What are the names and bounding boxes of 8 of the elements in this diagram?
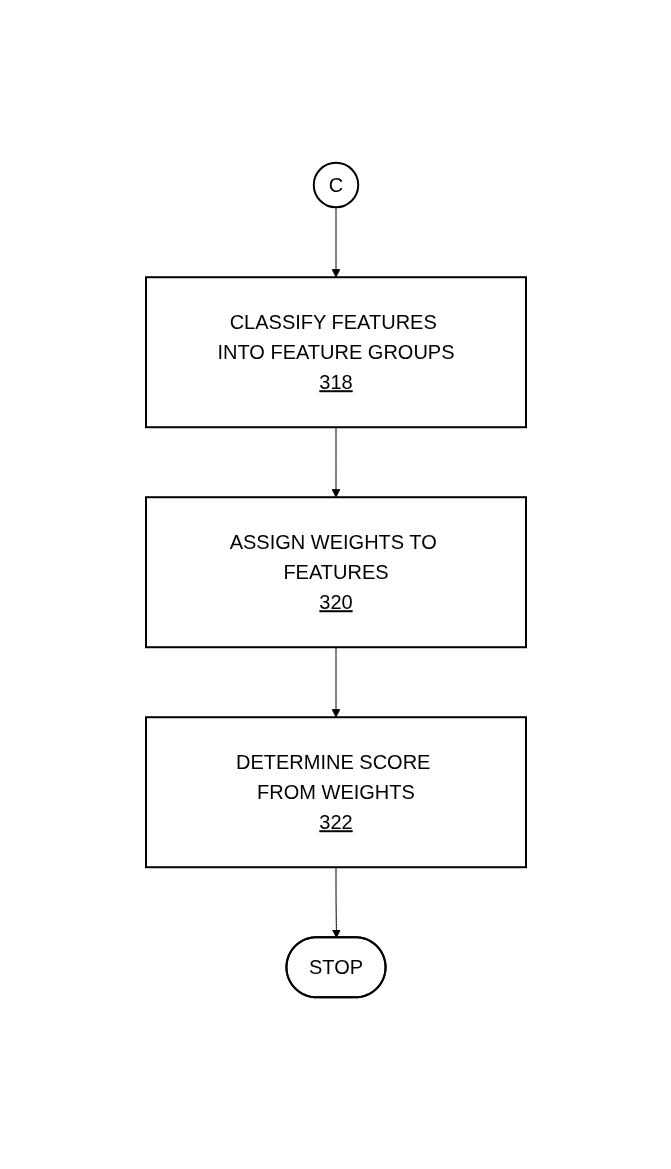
- node-box: CLASSIFY FEATURES INTO FEATURE GROUPS 318: [144, 276, 527, 429]
- node-circle: C: [312, 161, 359, 209]
- node-box: DETERMINE SCORE FROM WEIGHTS 322: [144, 716, 527, 869]
- node-box: ASSIGN WEIGHTS TO FEATURES 320: [144, 496, 527, 649]
- arrow: [331, 646, 340, 718]
- arrow: [331, 866, 341, 939]
- arrow: [331, 206, 340, 278]
- arrow: [331, 426, 340, 498]
